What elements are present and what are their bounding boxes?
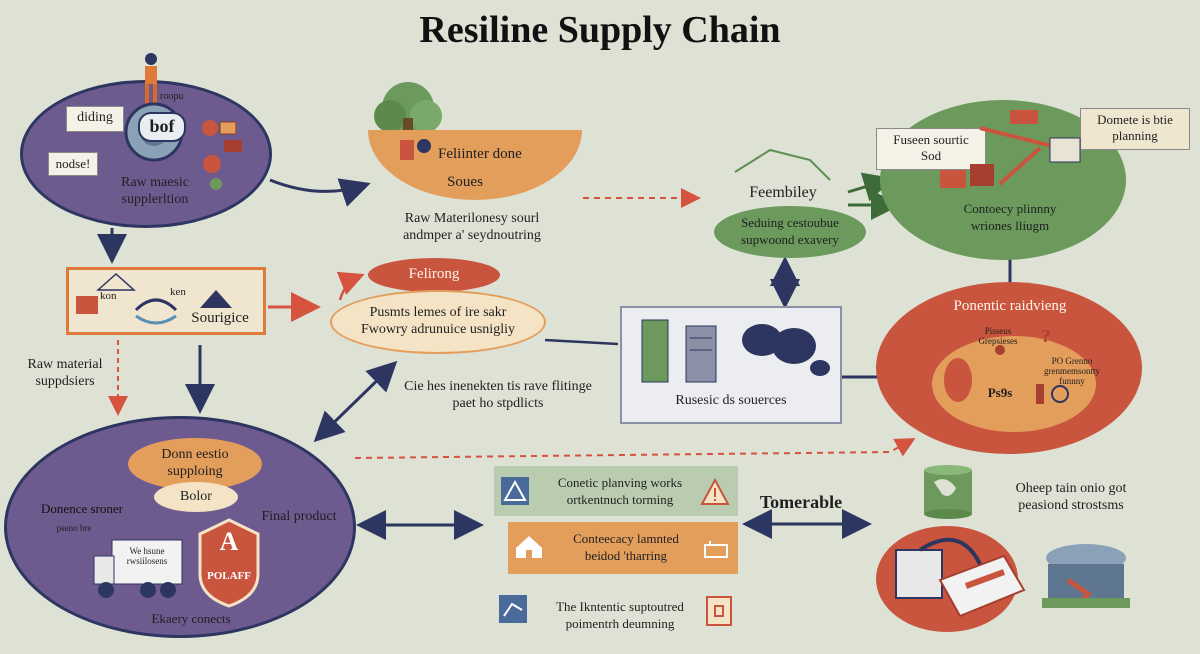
right-note: Oheep tain onio got peasiond strostsms	[1015, 481, 1127, 513]
world-map-icon	[734, 316, 834, 389]
tree-icon	[368, 78, 448, 165]
ponentic-tag4: Ps9s	[987, 385, 1013, 400]
ponentic-tag2: ?	[1041, 326, 1051, 346]
potential-card-text: The Ikntentic suptoutred poimentrh deumn…	[556, 599, 684, 631]
globe-cylinder-icon	[920, 464, 976, 525]
contency-box-right: Domete is btie planning	[1080, 108, 1190, 150]
arrow-diagonal	[313, 360, 398, 443]
server-icons	[640, 318, 740, 393]
truck-text: We hsune rwsiilosens	[126, 546, 168, 566]
house-icon	[514, 534, 544, 565]
domestic-supply-pill	[128, 438, 262, 490]
box-cycle-icon	[880, 520, 1030, 635]
ponentic-tag1: Pisseus Grepsieses	[978, 326, 1018, 346]
warning-icon-right	[700, 477, 730, 511]
planning-card-text: Conetic planving works ortkentnuch tormi…	[557, 475, 683, 507]
device-icon	[704, 540, 728, 563]
lock-icon	[706, 596, 732, 631]
chart-icon	[498, 594, 528, 629]
sourigice-label: Sourigice	[191, 310, 249, 326]
raw-material-label: Raw material suppdsiers	[27, 357, 103, 389]
donence-label: Donence sroner	[41, 501, 123, 516]
ponentic-icons	[940, 344, 1090, 429]
tomerable-label: Tomerable	[759, 492, 843, 512]
cycle-icon	[76, 290, 236, 335]
feembiley-title: Feembiley	[749, 184, 817, 201]
coin-icons	[198, 118, 258, 198]
bolor-text: Bolor	[180, 489, 212, 504]
shield-text: POLAFF	[207, 570, 251, 582]
arrow-felirong-up	[336, 271, 365, 301]
contingency-card	[508, 522, 738, 574]
line-felirong-resources	[544, 338, 619, 346]
arrow-raw-to-feliinter	[269, 178, 371, 207]
sourigice-small-label: kon	[100, 290, 117, 302]
feliinter-line2: Soues	[447, 174, 483, 190]
donence-small: pseno bre	[56, 523, 92, 533]
feliinter-caption: Raw Materilonesy sourl andmper a' seydno…	[403, 211, 541, 243]
arrow-dashed-long	[354, 438, 916, 459]
sourigice-small-label2: ken	[170, 286, 186, 298]
arc-feembiley	[734, 148, 831, 181]
raw-tag-left: diding	[66, 106, 124, 132]
shield-letter: A	[219, 527, 239, 556]
final-product-label: Final product	[261, 509, 337, 524]
contency-caption: Contoecy plinnny wriones lliugm	[963, 201, 1057, 233]
raw-node-label: Raw maesic supplerltion	[120, 175, 190, 207]
shield-icon	[196, 518, 262, 613]
raw-tag-top: roopu	[160, 91, 184, 102]
felirong-pill-text: Felirong	[408, 266, 460, 282]
planning-card	[494, 466, 738, 516]
feembiley-pill	[714, 206, 866, 258]
feembiley-pill-text: Seduing cestoubue supwoond exavery	[741, 215, 839, 247]
raw-tag-note: nodse!	[48, 152, 98, 176]
triangle-icon	[96, 272, 136, 297]
felirong-text: Pusmts lemes of ire sakr Fwowry adrunuic…	[361, 305, 515, 337]
bottom-node-label: Ekaery conects	[151, 611, 231, 626]
ponentic-title: Ponentic raidvieng	[953, 298, 1067, 314]
page-title: Resiline Supply Chain	[419, 9, 781, 51]
contingency-card-text: Conteecacy lamnted beidod 'tharring	[573, 531, 679, 563]
worker-figure	[140, 52, 162, 111]
mid-note: Cie hes inenekten tis rave flitinge paet…	[404, 379, 592, 411]
bolor-pill	[154, 482, 238, 512]
raw-tag-center: bof	[138, 112, 186, 142]
worker-small-icon	[398, 136, 434, 169]
domestic-supply-text: Donn eestio supploing	[161, 447, 229, 479]
contency-icons	[940, 108, 1090, 201]
truck-icon	[92, 538, 184, 607]
resource-panel-label: Rusesic ds souerces	[675, 393, 787, 408]
feliinter-line1: Feliinter done	[438, 146, 522, 162]
ponentic-tag3: PO Grenno grenmemsontty funnny	[1044, 356, 1100, 386]
warning-icon-left	[500, 476, 530, 511]
factory-icon	[1038, 540, 1134, 617]
felirong-pill	[368, 258, 500, 292]
felirong-node	[330, 290, 546, 354]
contency-box-left: Fuseen sourtic Sod	[876, 128, 986, 170]
